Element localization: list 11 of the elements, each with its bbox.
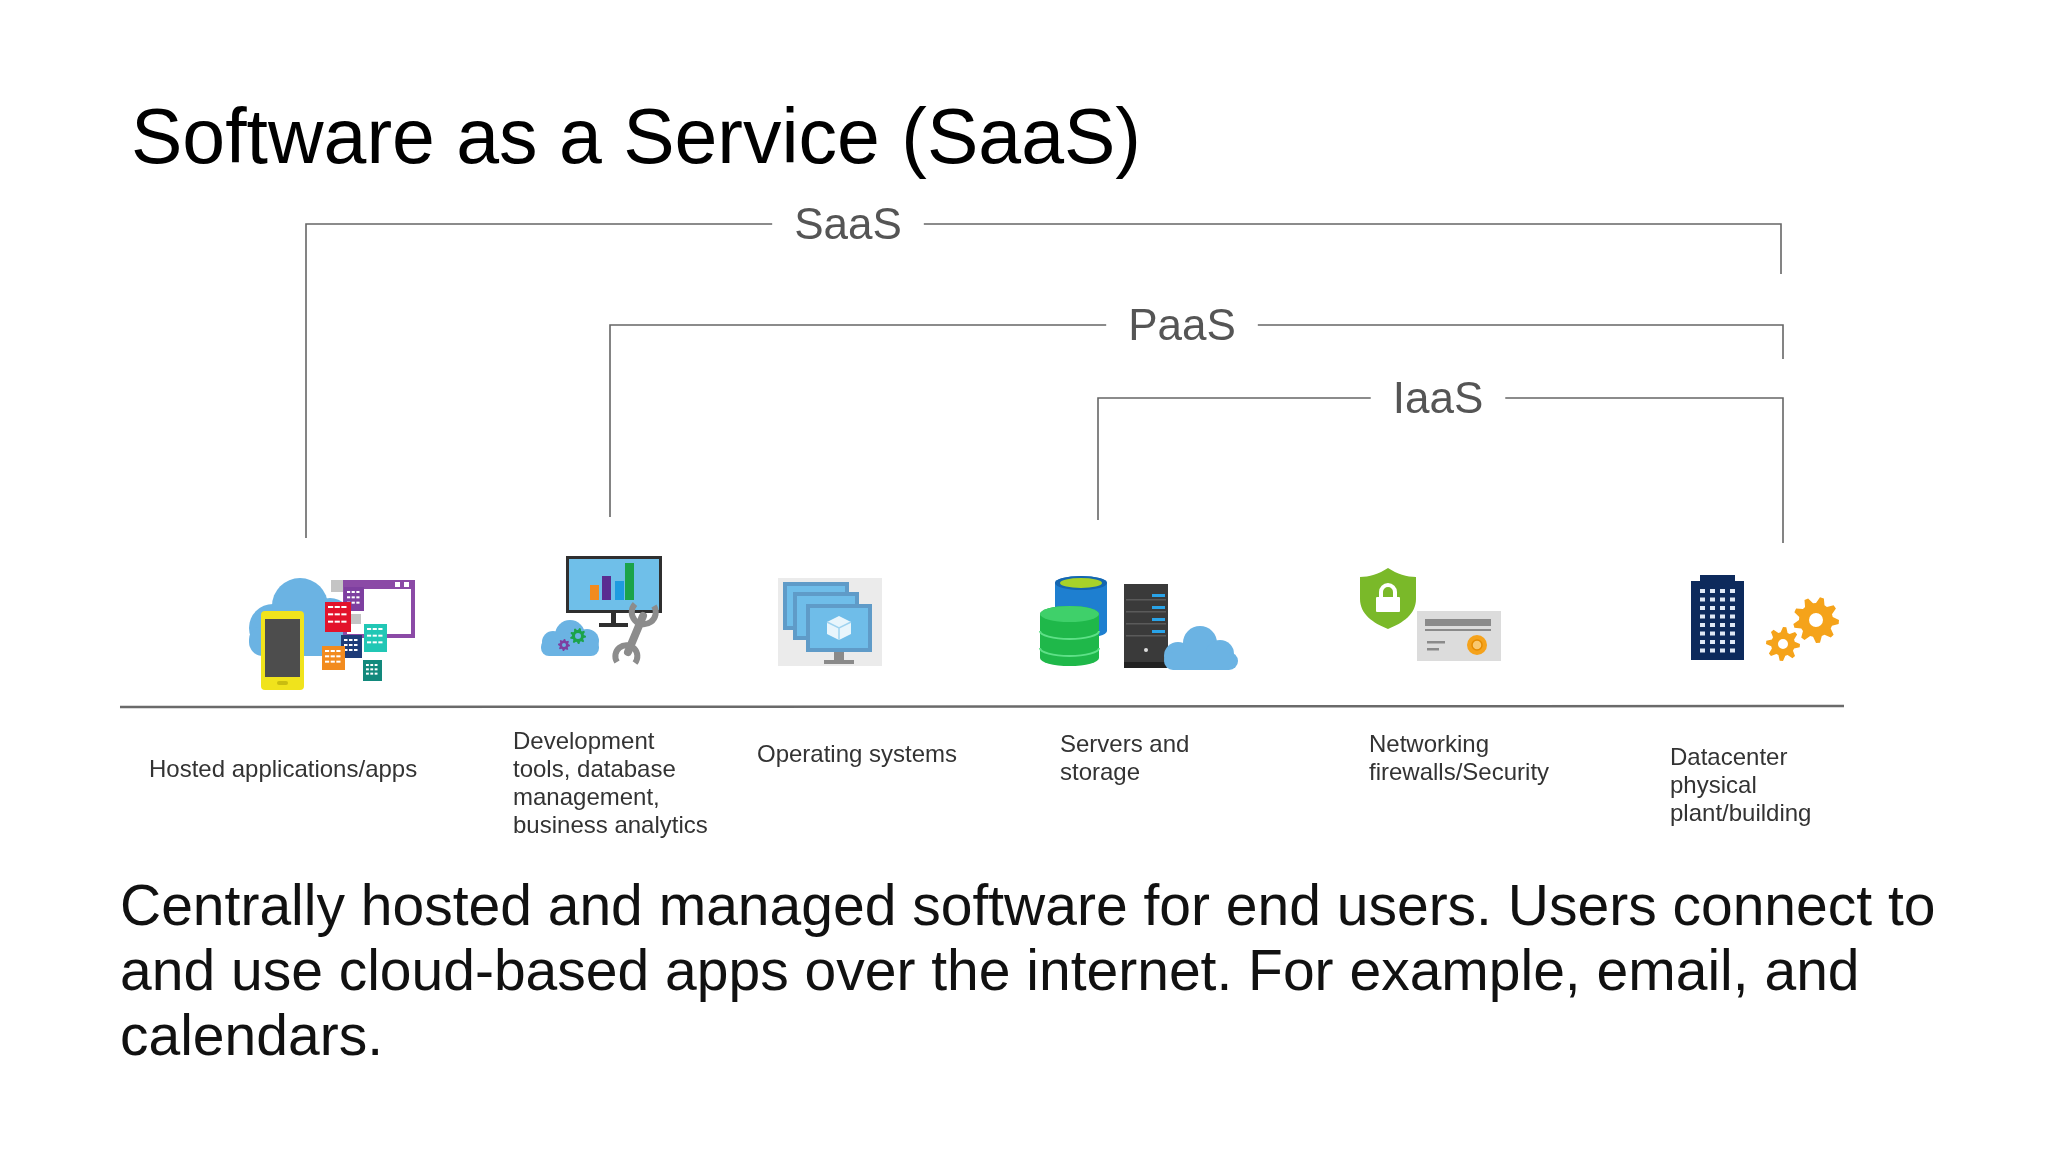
bracket-label: IaaS	[1392, 373, 1484, 423]
caption-text: Centrally hosted and managed software for end users. Users connect to and use cloud-based apps over the internet. For example, email, and calendars.	[120, 873, 1937, 1068]
icon-caption: Servers and storage	[1060, 730, 1191, 786]
icon-caption: Hosted applications/apps	[149, 755, 418, 783]
icon-caption: Datacenter physical plant/building	[1670, 743, 1813, 827]
slide-title: Software as a Service (SaaS)	[131, 92, 1141, 180]
bracket-label: SaaS	[794, 199, 902, 249]
icon-caption: Networking firewalls/Security	[1369, 730, 1551, 786]
icon-caption: Development tools, database management, business analytics	[513, 727, 709, 839]
icon-caption: Operating systems	[757, 740, 958, 768]
bracket-label: PaaS	[1128, 300, 1236, 350]
